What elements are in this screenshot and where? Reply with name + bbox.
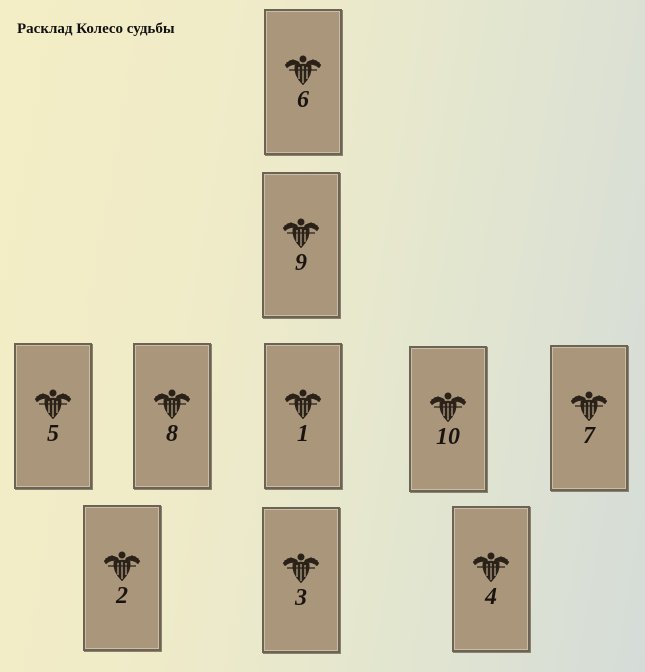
winged-scarab-icon — [281, 216, 321, 250]
winged-scarab-icon — [283, 53, 323, 87]
card-4: 4 — [452, 506, 530, 652]
card-10: 10 — [409, 346, 487, 492]
card-number: 2 — [116, 583, 128, 609]
card-number: 1 — [297, 421, 309, 447]
winged-scarab-icon — [283, 387, 323, 421]
card-3: 3 — [262, 507, 340, 653]
card-number: 6 — [297, 87, 309, 113]
card-9: 9 — [262, 172, 340, 318]
card-number: 7 — [583, 423, 595, 449]
card-number: 5 — [47, 421, 59, 447]
winged-scarab-icon — [471, 550, 511, 584]
card-8: 8 — [133, 343, 211, 489]
card-number: 3 — [295, 585, 307, 611]
card-2: 2 — [83, 505, 161, 651]
winged-scarab-icon — [33, 387, 73, 421]
card-6: 6 — [264, 9, 342, 155]
page-title: Расклад Колесо судьбы — [17, 21, 175, 37]
card-5: 5 — [14, 343, 92, 489]
winged-scarab-icon — [102, 549, 142, 583]
card-number: 9 — [295, 250, 307, 276]
card-number: 10 — [436, 424, 460, 450]
winged-scarab-icon — [152, 387, 192, 421]
card-number: 8 — [166, 421, 178, 447]
card-1: 1 — [264, 343, 342, 489]
winged-scarab-icon — [569, 389, 609, 423]
winged-scarab-icon — [428, 390, 468, 424]
card-number: 4 — [485, 584, 497, 610]
card-7: 7 — [550, 345, 628, 491]
winged-scarab-icon — [281, 551, 321, 585]
